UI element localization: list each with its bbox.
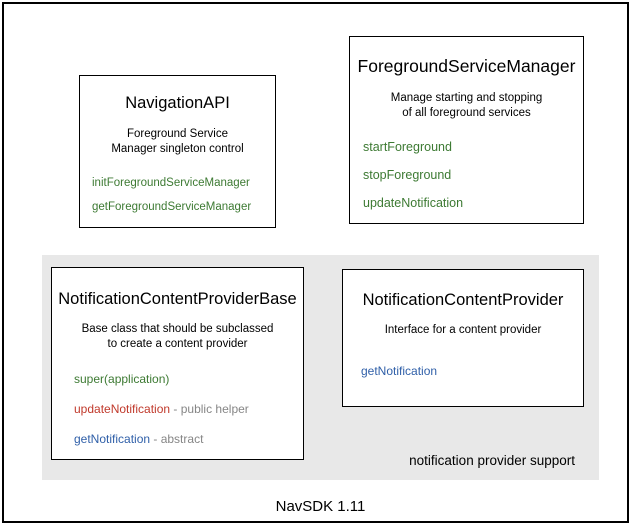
group-panel-label: notification provider support bbox=[409, 453, 575, 468]
class-member-name: updateNotification bbox=[74, 402, 171, 417]
class-member: updateNotification - public helper bbox=[74, 402, 303, 416]
class-member: updateNotification bbox=[363, 196, 583, 210]
class-member: initForegroundServiceManager bbox=[92, 177, 275, 189]
class-description-line: Manage starting and stopping bbox=[390, 92, 543, 104]
class-description-line: to create a content provider bbox=[107, 337, 248, 350]
class-member: getForegroundServiceManager bbox=[92, 201, 275, 213]
class-member-list-notification-content-provider-base: super(application) updateNotification - … bbox=[52, 372, 303, 446]
class-description-foreground-service-manager: Manage starting and stopping of all fore… bbox=[350, 91, 583, 120]
class-title-notification-content-provider: NotificationContentProvider bbox=[362, 291, 564, 309]
class-description-line: Base class that should be subclassed bbox=[81, 323, 274, 335]
class-member-name: getForegroundServiceManager bbox=[92, 201, 252, 214]
class-member-name: getNotification bbox=[74, 432, 151, 447]
class-member-name: updateNotification bbox=[363, 196, 464, 211]
class-member-name: stopForeground bbox=[363, 168, 452, 183]
class-title-notification-content-provider-base: NotificationContentProviderBase bbox=[58, 290, 297, 308]
class-member: startForeground bbox=[363, 140, 583, 154]
class-description-notification-content-provider: Interface for a content provider bbox=[343, 323, 583, 338]
class-member: stopForeground bbox=[363, 168, 583, 182]
class-member: super(application) bbox=[74, 372, 303, 386]
class-description-notification-content-provider-base: Base class that should be subclassed to … bbox=[52, 322, 303, 351]
class-description-line: Interface for a content provider bbox=[384, 324, 542, 336]
class-member-list-foreground-service-manager: startForeground stopForeground updateNot… bbox=[350, 140, 583, 210]
diagram-outer-frame: ForegroundServiceManager Manage starting… bbox=[2, 2, 629, 523]
class-member: getNotification - abstract bbox=[74, 432, 303, 446]
class-member-note: - public helper bbox=[170, 402, 249, 417]
class-title-navigation-api: NavigationAPI bbox=[125, 94, 230, 112]
class-description-navigation-api: Foreground Service Manager singleton con… bbox=[80, 127, 275, 156]
class-description-line: Foreground Service bbox=[127, 128, 228, 140]
diagram-footer-caption: NavSDK 1.11 bbox=[275, 498, 366, 515]
group-panel-notification-provider-support: NotificationContentProviderBase Base cla… bbox=[42, 255, 599, 480]
class-member-name: startForeground bbox=[363, 140, 452, 155]
class-member: getNotification bbox=[361, 364, 583, 378]
class-member-list-notification-content-provider: getNotification bbox=[343, 364, 583, 378]
class-description-line: Manager singleton control bbox=[111, 142, 244, 155]
class-box-notification-content-provider: NotificationContentProvider Interface fo… bbox=[342, 269, 584, 407]
class-title-foreground-service-manager: ForegroundServiceManager bbox=[357, 56, 576, 76]
class-description-line: of all foreground services bbox=[402, 106, 531, 119]
class-member-name: initForegroundServiceManager bbox=[92, 177, 250, 190]
class-box-foreground-service-manager: ForegroundServiceManager Manage starting… bbox=[349, 36, 584, 224]
class-box-notification-content-provider-base: NotificationContentProviderBase Base cla… bbox=[51, 267, 304, 460]
class-member-list-navigation-api: initForegroundServiceManager getForegrou… bbox=[80, 177, 275, 213]
class-box-navigation-api: NavigationAPI Foreground Service Manager… bbox=[79, 75, 276, 228]
class-member-name: super(application) bbox=[74, 372, 170, 387]
class-member-note: - abstract bbox=[150, 432, 204, 447]
class-member-name: getNotification bbox=[361, 363, 438, 378]
